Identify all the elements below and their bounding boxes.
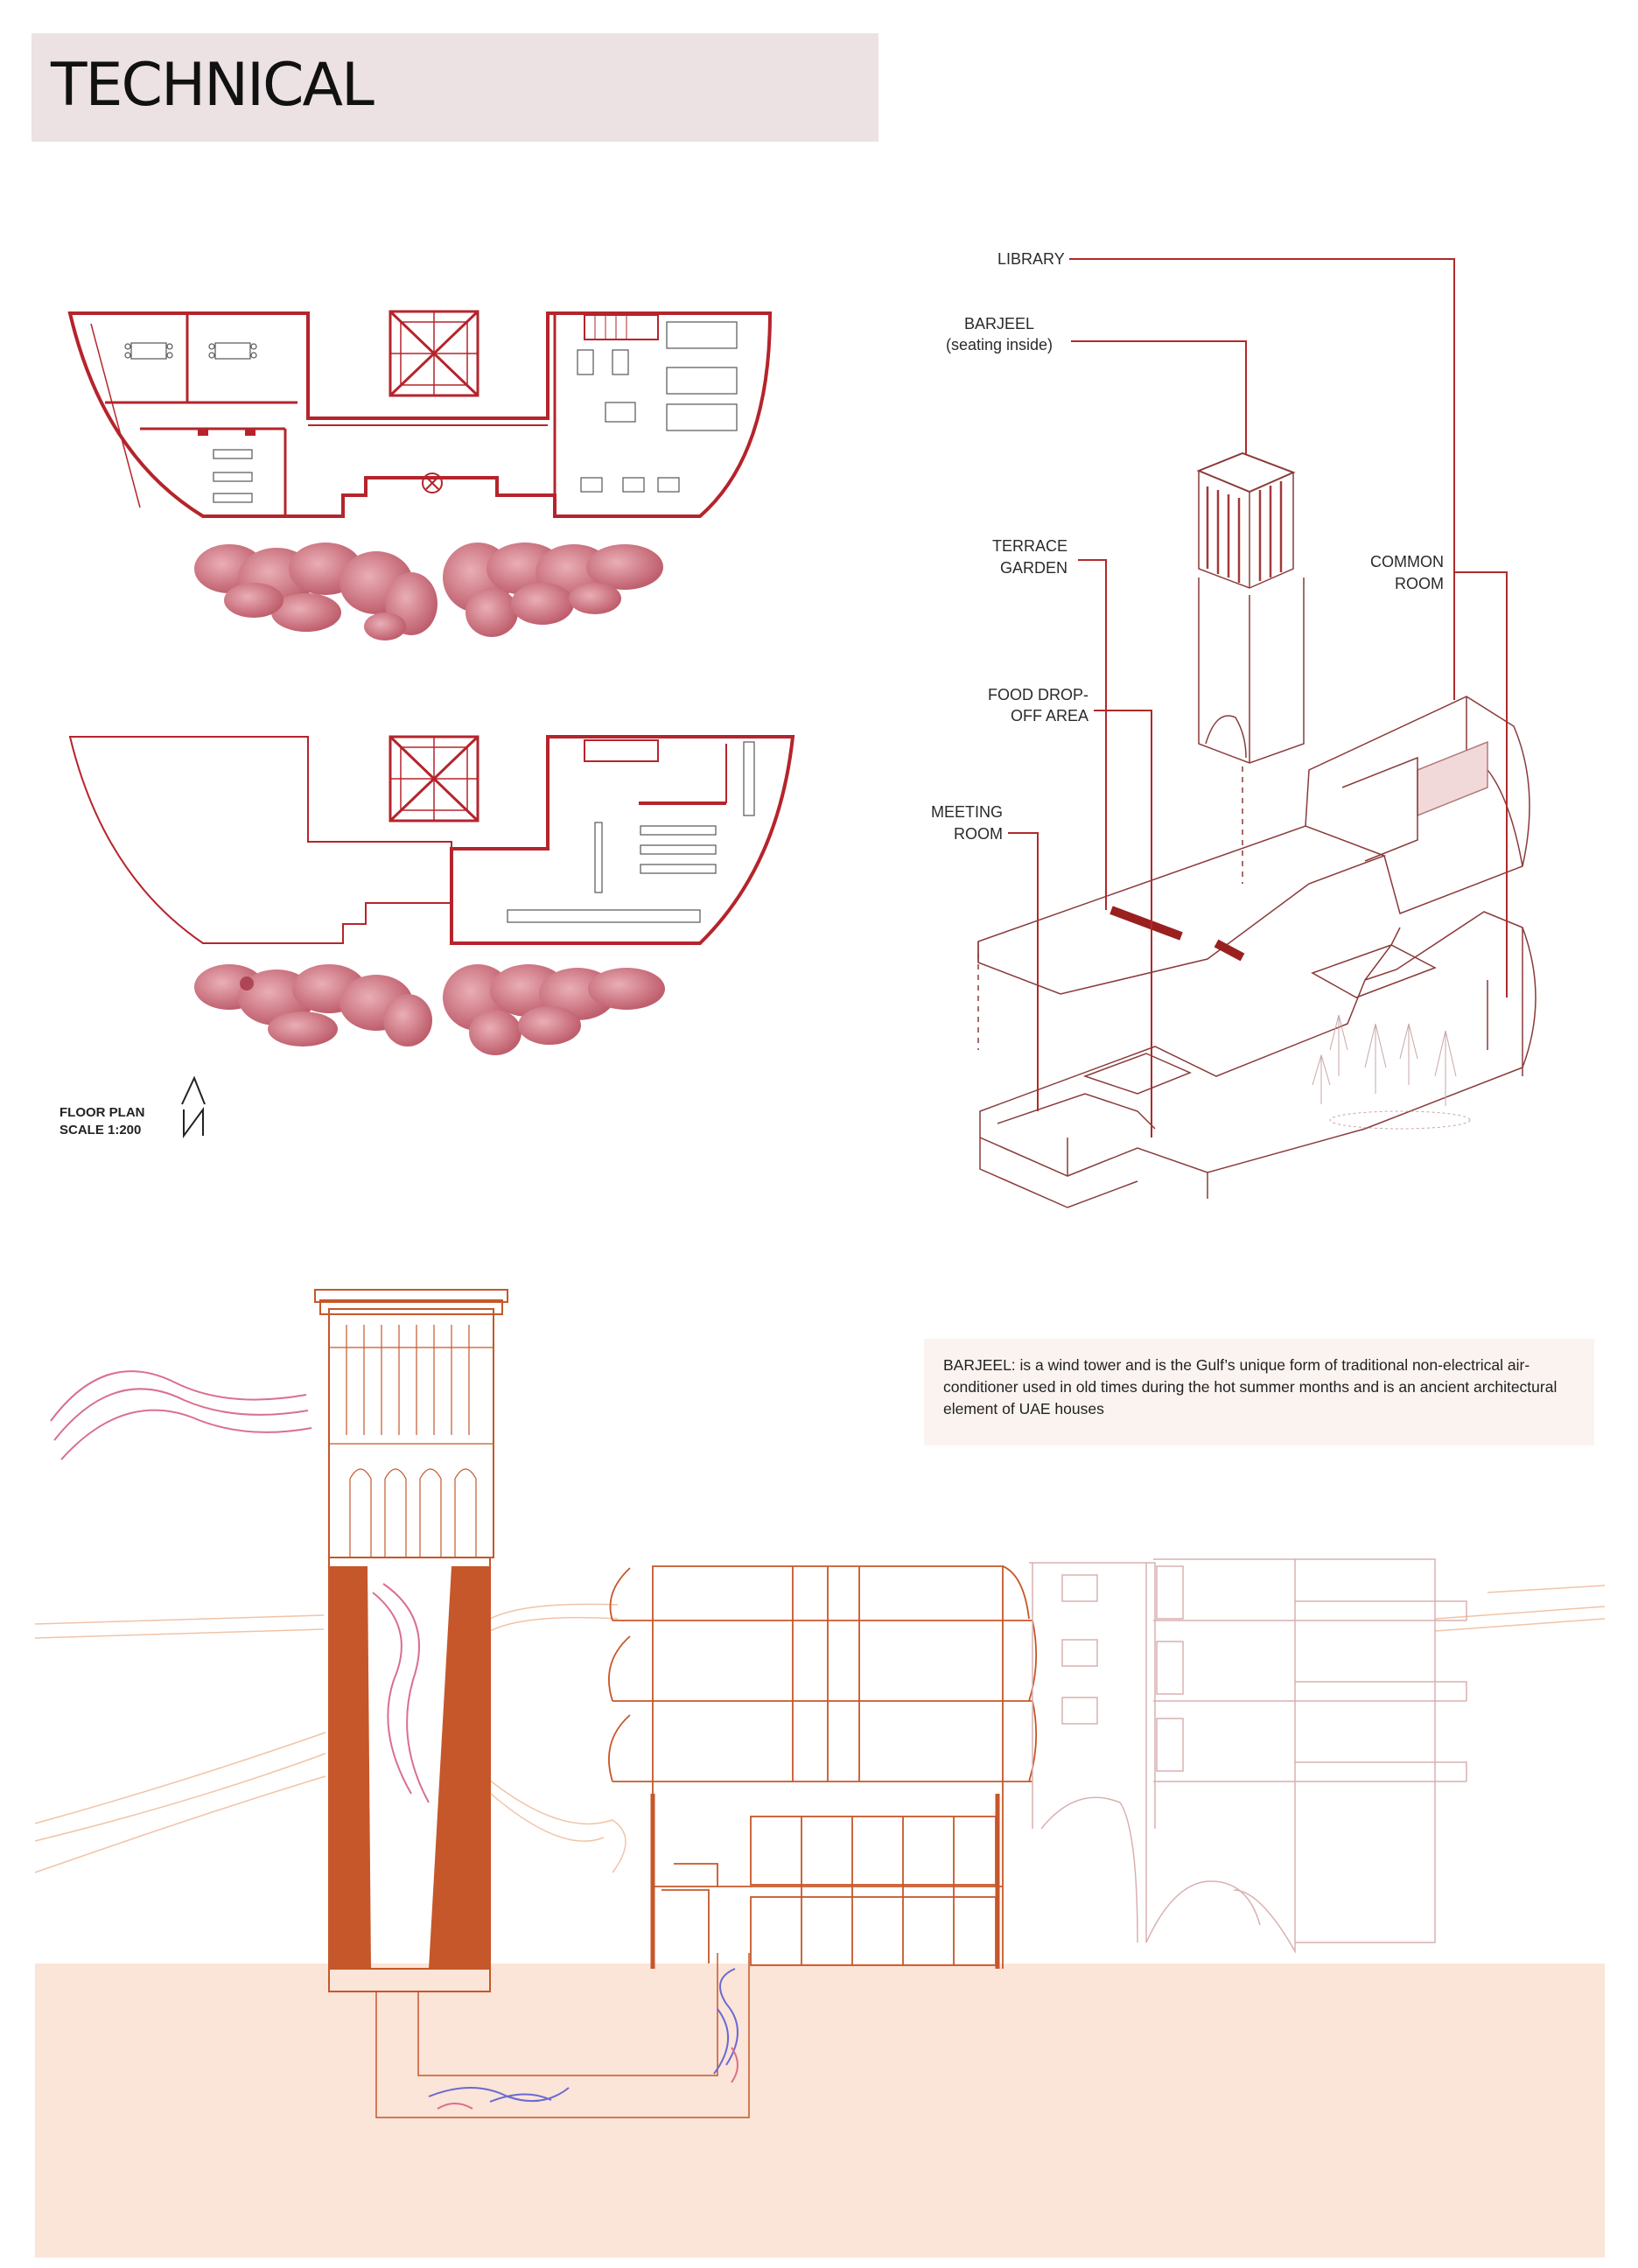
label-barjeel: BARJEEL (963, 315, 1035, 332)
barjeel-info-text: BARJEEL: is a wind tower and is the Gulf… (943, 1356, 1558, 1418)
floor-plan-lower (68, 736, 452, 944)
trees-row-lower (194, 964, 665, 1055)
furniture-lower (507, 741, 755, 923)
furniture-upper (124, 321, 738, 503)
label-food-dropoff-1: FOOD DROP- (988, 686, 1088, 704)
building-section (608, 1565, 1038, 1969)
wind-tower-plan-lower (388, 735, 480, 822)
isometric-drawing (977, 452, 1536, 1208)
label-common-room-2: ROOM (1395, 575, 1444, 592)
floor-plan-title: FLOOR PLAN (60, 1105, 145, 1120)
tower-shaft-right (429, 1566, 490, 1969)
floor-plan-caption: FLOOR PLAN SCALE 1:200 (60, 1104, 145, 1139)
wind-flow-in (50, 1370, 312, 1460)
floor-plan-scale: SCALE 1:200 (60, 1123, 142, 1138)
section-drawing (34, 1289, 1606, 2258)
column-symbol (422, 472, 443, 494)
label-meeting-room-2: ROOM (954, 825, 1003, 843)
barjeel-info-box: BARJEEL: is a wind tower and is the Gulf… (924, 1339, 1594, 1446)
background-buildings (1029, 1558, 1467, 1954)
underground-duct (375, 1953, 750, 2118)
north-arrow (181, 1075, 206, 1139)
label-terrace-garden-1: TERRACE (991, 537, 1068, 555)
label-food-dropoff-2: OFF AREA (1010, 707, 1088, 724)
ground-fill (35, 1964, 1605, 2258)
wind-flow-down (372, 1583, 430, 1803)
label-barjeel-sub: (seating inside) (945, 336, 1054, 354)
leader-lines (1008, 258, 1508, 1138)
label-common-room-1: COMMON (1370, 553, 1444, 570)
page-header: TECHNICAL (32, 33, 878, 142)
label-library: LIBRARY (998, 250, 1065, 268)
cool-air-flow (428, 1968, 738, 2103)
page-title: TECHNICAL (51, 51, 374, 120)
trees-row-upper (194, 542, 663, 640)
label-meeting-room-1: MEETING (930, 803, 1003, 821)
tower-shaft-left (329, 1566, 371, 1969)
iso-trees (1312, 1014, 1471, 1130)
floor-plan-lower-wing (450, 735, 795, 945)
floor-plan-upper (67, 312, 773, 518)
label-terrace-garden-2: GARDEN (999, 559, 1068, 577)
wind-tower-plan-upper (388, 310, 480, 397)
